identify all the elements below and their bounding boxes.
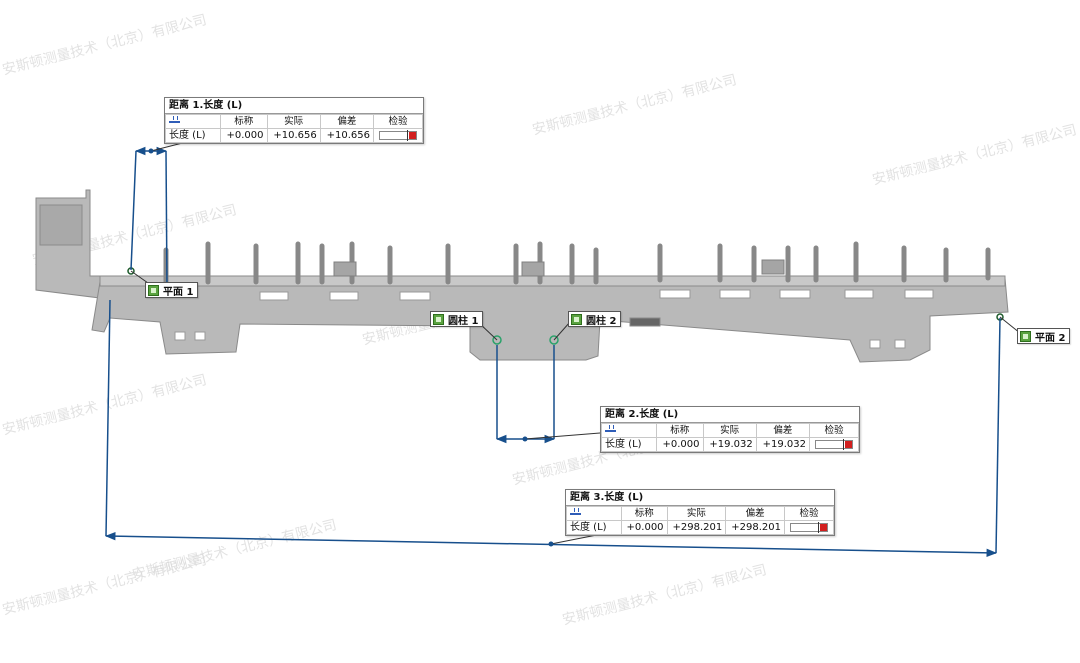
header-check: 检验 [809,423,859,438]
measurement-title: 距离 3.长度 (L) [566,490,834,506]
header-actual: 实际 [266,114,321,129]
nominal-value: +0.000 [220,128,268,143]
part-model [35,189,1009,363]
actual-value: +19.032 [702,437,757,452]
cylinder-feature-icon [571,313,582,325]
header-deviation: 偏差 [725,506,785,521]
measurement-table-distance-1[interactable]: 距离 1.长度 (L) 标称 实际 偏差 检验 长度 (L) +0.000 +1… [164,97,424,144]
row-label: 长度 (L) [601,437,657,452]
measurement-title: 距离 1.长度 (L) [165,98,423,114]
tolerance-bar-icon [379,129,417,141]
feature-tag-plane-2[interactable]: 平面 2 [1017,328,1071,344]
header-nominal: 标称 [220,114,268,129]
measurement-title: 距离 2.长度 (L) [601,407,859,423]
feature-tag-label: 平面 1 [163,286,194,298]
nominal-value: +0.000 [656,437,704,452]
cylinder-feature-icon [433,313,444,325]
plane-feature-icon [148,284,159,296]
deviation-value: +19.032 [755,437,811,452]
tolerance-bar-icon [815,438,853,450]
header-check: 检验 [784,506,834,521]
header-deviation: 偏差 [319,114,375,129]
plane-feature-icon [1020,330,1031,342]
feature-tag-plane-1[interactable]: 平面 1 [145,282,199,298]
nominal-value: +0.000 [621,520,668,535]
measurement-table-distance-2[interactable]: 距离 2.长度 (L) 标称 实际 偏差 检验 长度 (L) +0.000 +1… [600,406,860,453]
deviation-value: +298.201 [725,520,785,535]
header-actual: 实际 [702,423,757,438]
actual-value: +298.201 [666,520,727,535]
header-nominal: 标称 [621,506,668,521]
feature-tag-label: 平面 2 [1035,332,1066,344]
row-label: 长度 (L) [165,128,221,143]
measurement-table-distance-3[interactable]: 距离 3.长度 (L) 标称 实际 偏差 检验 长度 (L) +0.000 +2… [565,489,835,536]
feature-tag-label: 圆柱 2 [586,315,617,327]
feature-tag-cylinder-1[interactable]: 圆柱 1 [430,311,484,327]
actual-value: +10.656 [266,128,321,143]
dimension-icon [605,425,616,433]
deviation-value: +10.656 [319,128,375,143]
header-nominal: 标称 [656,423,704,438]
header-check: 检验 [373,114,423,129]
header-deviation: 偏差 [755,423,811,438]
dimension-icon [169,116,180,124]
feature-tag-cylinder-2[interactable]: 圆柱 2 [568,311,622,327]
row-label: 长度 (L) [566,520,622,535]
dimension-icon [570,508,581,516]
tolerance-bar-icon [790,521,828,533]
feature-tag-label: 圆柱 1 [448,315,479,327]
header-actual: 实际 [666,506,727,521]
